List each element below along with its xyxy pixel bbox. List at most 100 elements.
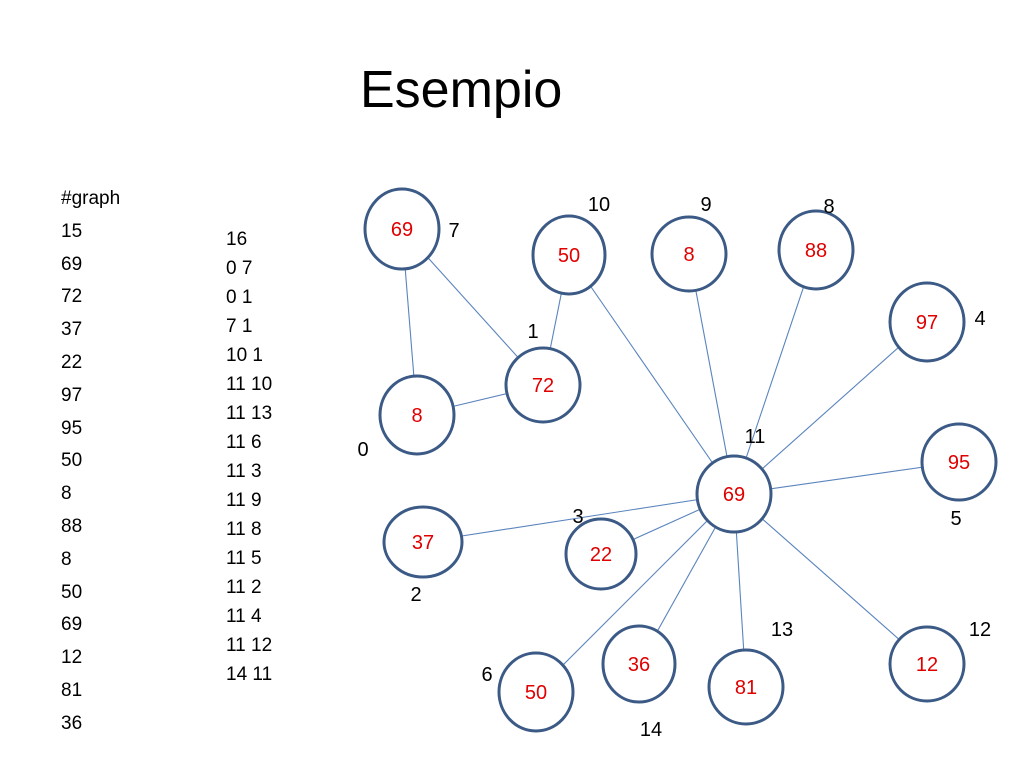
edge-list-item: 11 2: [226, 577, 262, 598]
vertex-list-item: 8: [61, 483, 72, 505]
node-circle: [363, 187, 441, 271]
edge-11-6: [535, 493, 735, 693]
node-circle: [888, 281, 966, 363]
node-13: 81: [707, 648, 785, 726]
node-index-label: 10: [588, 194, 610, 216]
edge-list-item: 11 6: [226, 432, 262, 453]
vertex-list-item: 50: [61, 581, 83, 603]
edge-list-item: 0 1: [226, 287, 253, 308]
node-index-label: 9: [700, 194, 711, 216]
node-index-label: 13: [771, 619, 793, 641]
edge-list-item: 11 4: [226, 606, 262, 627]
node-value: 81: [735, 677, 757, 699]
node-2: 37: [382, 505, 464, 579]
node-value: 50: [558, 245, 580, 267]
edge-list-item: 11 5: [226, 548, 262, 569]
edge-11-9: [688, 253, 735, 495]
vertex-list-item: 69: [61, 614, 83, 636]
edge-list-count: 16: [226, 229, 248, 250]
vertex-list: #graph 15 69 72 37 22 97 95 50 8 88 8 50…: [61, 186, 181, 744]
node-index-label: 8: [823, 196, 834, 218]
node-value: 95: [948, 452, 970, 474]
node-index-label: 14: [640, 719, 662, 741]
node-index-label: 0: [357, 439, 368, 461]
edge-11-2: [422, 493, 735, 543]
node-11: 69: [695, 454, 773, 534]
node-index-label: 3: [572, 506, 583, 528]
edge-list-item: 11 13: [226, 403, 273, 424]
vertex-list-item: 81: [61, 679, 83, 701]
node-9: 8: [650, 215, 728, 293]
node-value: 37: [412, 532, 434, 554]
node-index-label: 6: [481, 664, 492, 686]
node-6: 50: [497, 651, 575, 733]
node-14: 36: [601, 624, 677, 704]
node-value: 8: [683, 244, 694, 266]
node-value: 69: [391, 219, 413, 241]
edge-list-item: 11 8: [226, 519, 262, 540]
node-circle: [707, 648, 785, 726]
node-circle: [378, 374, 456, 456]
node-8: 88: [777, 209, 855, 291]
vertex-list-item: 37: [61, 319, 83, 341]
node-value: 69: [723, 484, 745, 506]
node-index-label: 2: [410, 584, 421, 606]
node-12: 12: [888, 625, 966, 703]
node-circle: [531, 214, 607, 296]
node-0: 8: [378, 374, 456, 456]
node-4: 97: [888, 281, 966, 363]
edge-list-item: 14 11: [226, 664, 273, 685]
node-circle: [504, 346, 582, 424]
node-10: 50: [531, 214, 607, 296]
vertex-list-item: 50: [61, 450, 83, 472]
node-3: 22: [564, 517, 638, 591]
vertex-list-header: #graph: [61, 188, 121, 209]
node-7: 69: [363, 187, 441, 271]
node-value: 36: [628, 654, 650, 676]
node-5: 95: [920, 422, 998, 502]
edge-list-item: 7 1: [226, 316, 253, 337]
edge-list-item: 11 9: [226, 490, 262, 511]
edge-list-item: 11 12: [226, 635, 273, 656]
vertex-list-item: 36: [61, 712, 83, 734]
edge-11-8: [733, 249, 817, 495]
node-index-label: 7: [448, 220, 459, 242]
node-index-label: 12: [969, 619, 991, 641]
edge-11-12: [733, 493, 928, 665]
edge-11-4: [733, 321, 928, 495]
vertex-list-item: 69: [61, 253, 83, 275]
node-circle: [920, 422, 998, 502]
edge-list-item: 11 10: [226, 374, 273, 395]
node-value: 12: [916, 654, 938, 676]
node-1: 72: [504, 346, 582, 424]
node-circle: [888, 625, 966, 703]
edge-11-10: [568, 254, 735, 495]
node-value: 97: [916, 312, 938, 334]
slide-title: Esempio: [360, 61, 563, 119]
node-circle: [601, 624, 677, 704]
node-index-label: 5: [950, 508, 961, 530]
node-value: 50: [525, 682, 547, 704]
node-value: 72: [532, 375, 554, 397]
vertex-list-item: 97: [61, 384, 83, 406]
node-index-label: 4: [974, 308, 985, 330]
vertex-list-item: 8: [61, 548, 72, 570]
node-index-label: 11: [745, 426, 766, 448]
edge-list: 16 0 7 0 1 7 1 10 1 11 10 11 13 11 6 11 …: [226, 228, 326, 692]
vertex-list-item: 22: [61, 351, 83, 373]
node-circle: [564, 517, 638, 591]
edge-list-item: 10 1: [226, 345, 263, 366]
node-circle: [650, 215, 728, 293]
edge-list-item: 11 3: [226, 461, 262, 482]
vertex-list-item: 95: [61, 417, 83, 439]
vertex-list-item: 88: [61, 515, 83, 537]
node-value: 22: [590, 544, 612, 566]
node-circle: [497, 651, 575, 733]
vertex-list-count: 15: [61, 220, 83, 242]
node-circle: [695, 454, 773, 534]
edge-list-item: 0 7: [226, 258, 253, 279]
vertex-list-item: 12: [61, 647, 83, 669]
node-circle: [777, 209, 855, 291]
vertex-list-item: 72: [61, 286, 83, 308]
